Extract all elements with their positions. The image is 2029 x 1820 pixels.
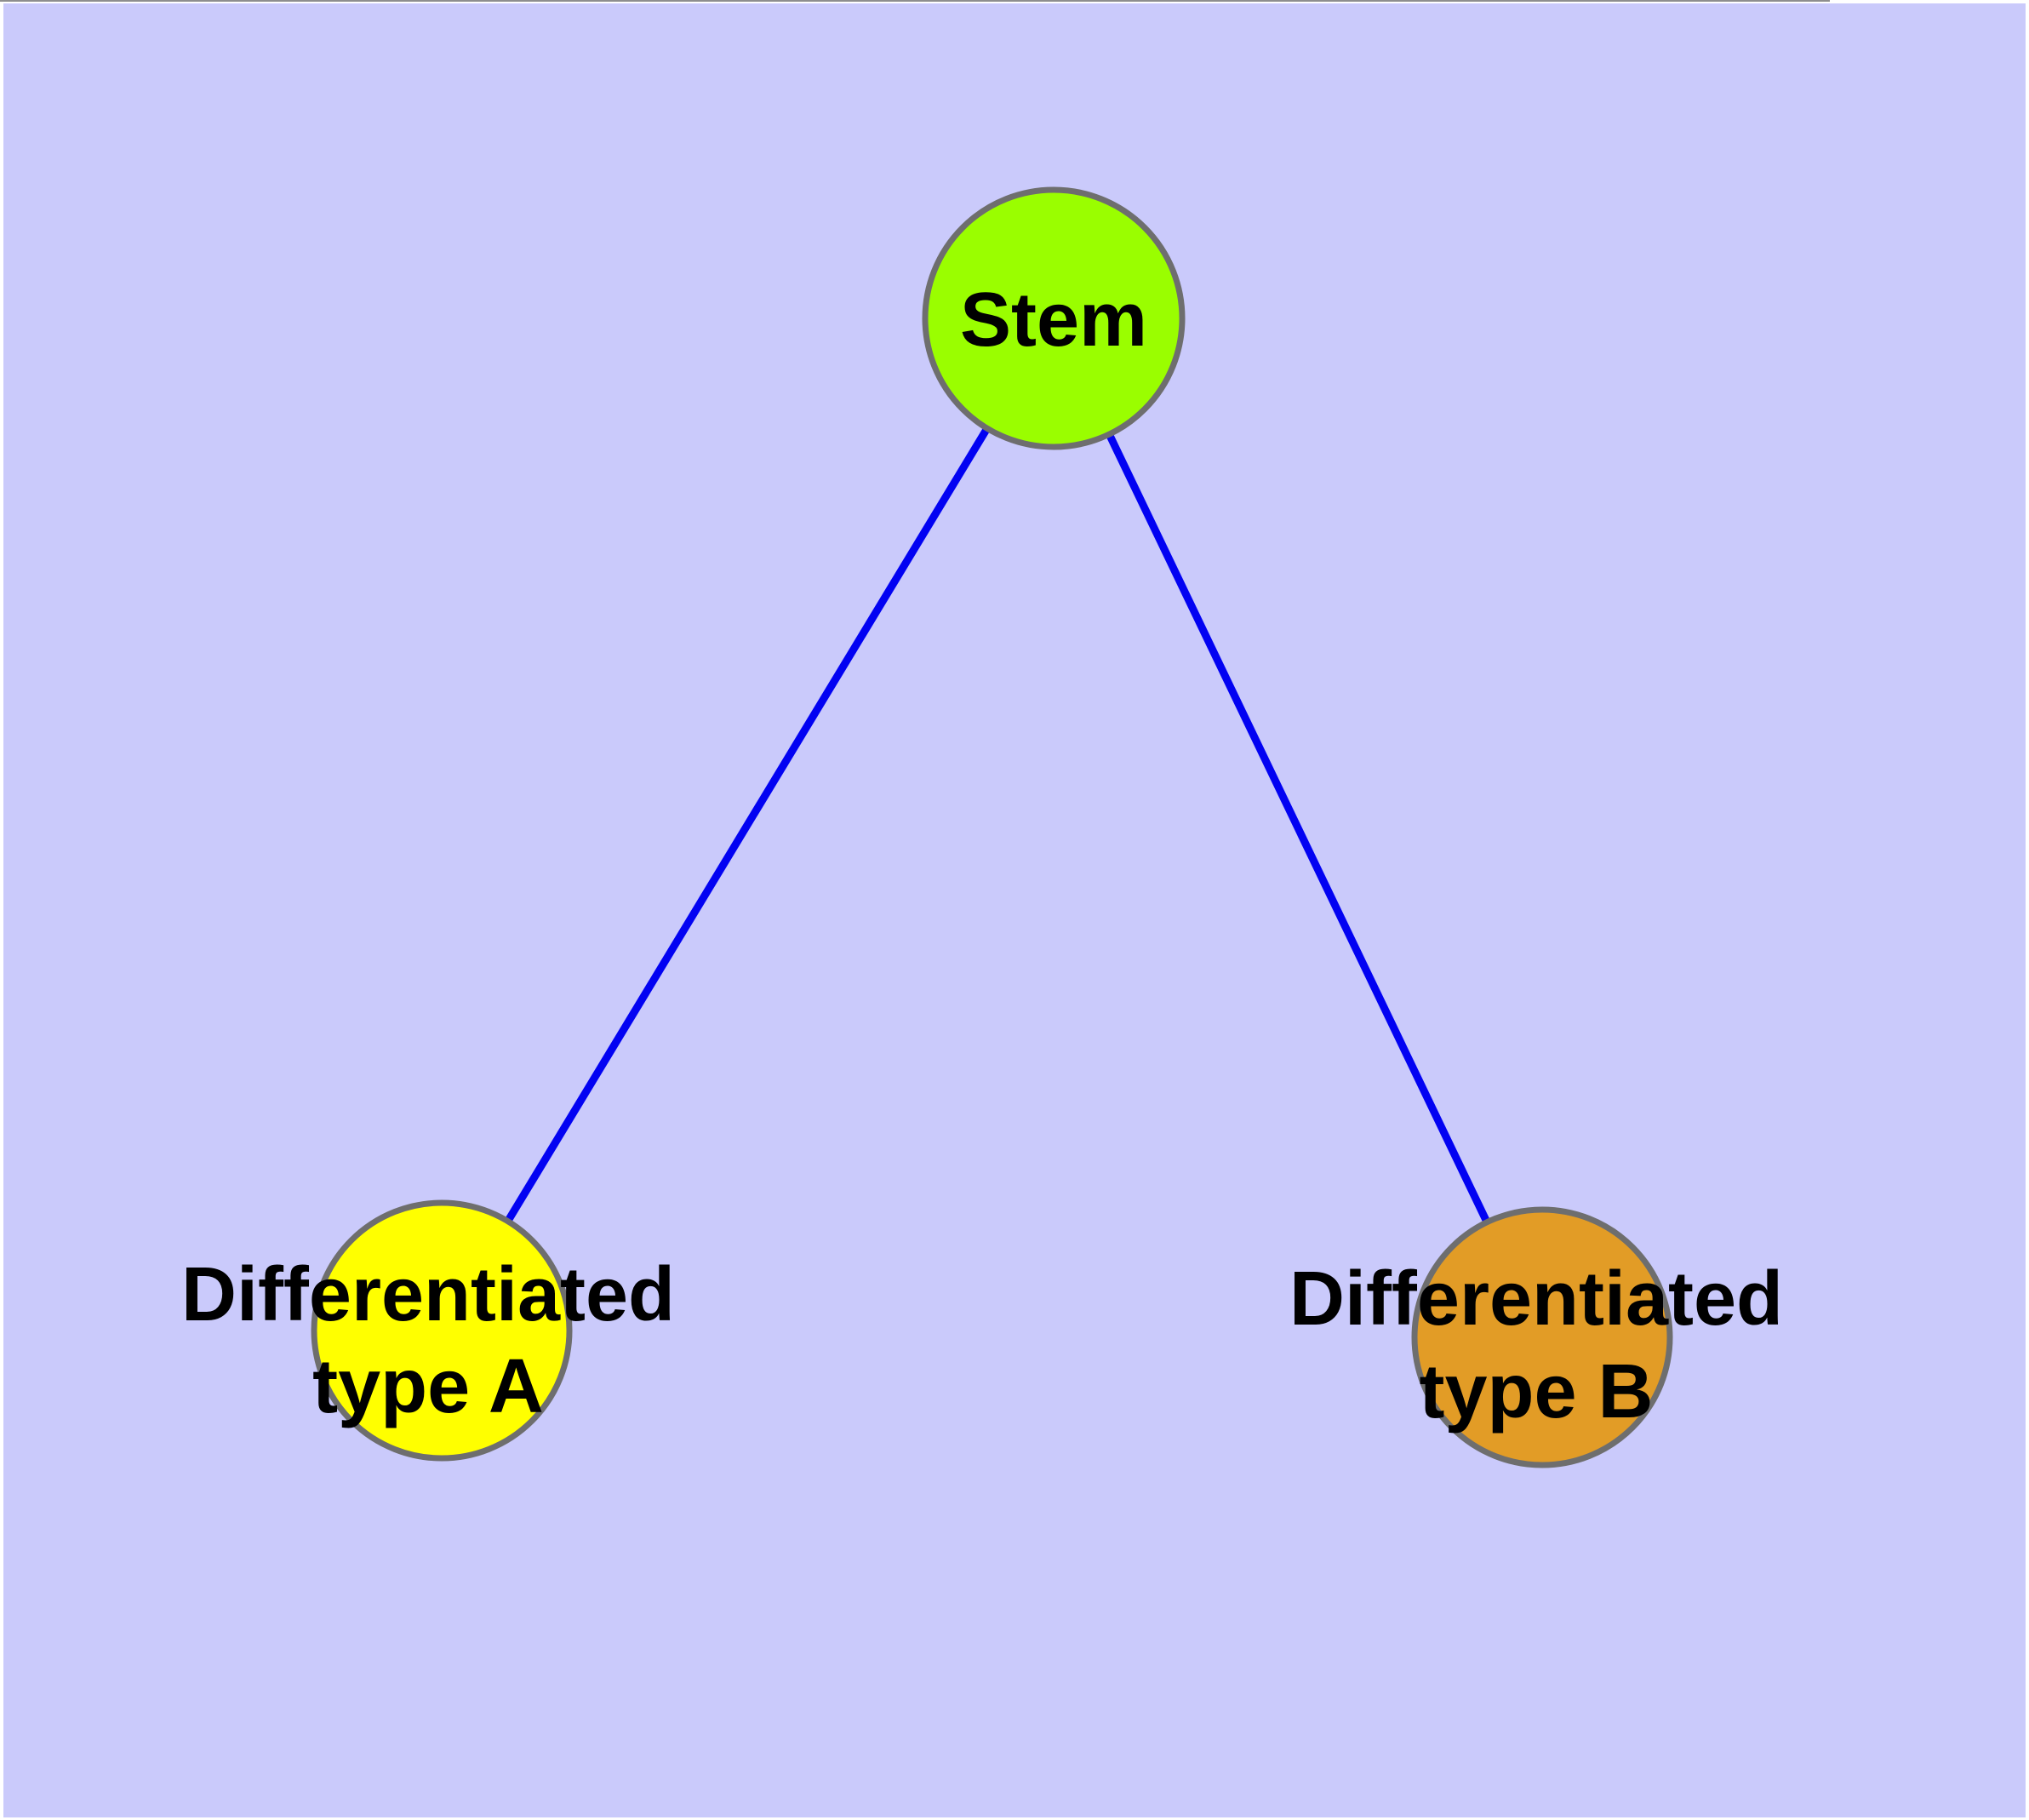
- type-a-node-label-line2: type A: [312, 1344, 544, 1429]
- type-b-node-circle: [1411, 1206, 1673, 1468]
- type-b-node-label-line1: Differentiated: [1289, 1256, 1783, 1342]
- stem-node-circle: [922, 186, 1186, 450]
- edge-stem-type-a: [438, 316, 1057, 1333]
- stem-node-label: Stem: [960, 278, 1147, 363]
- type-b-node-label-line2: type B: [1419, 1349, 1653, 1434]
- edge-stem-type-b: [1049, 317, 1546, 1339]
- type-a-node-label-line1: Differentiated: [181, 1252, 675, 1337]
- type-a-node-circle: [311, 1199, 573, 1462]
